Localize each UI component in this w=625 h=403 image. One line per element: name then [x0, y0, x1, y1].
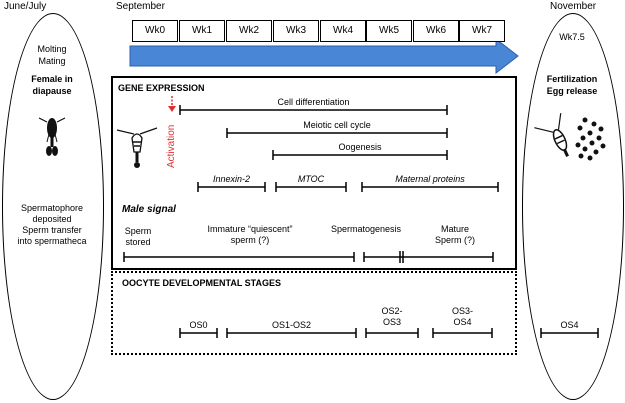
week-box-7: Wk7	[459, 20, 505, 42]
innexin-2-label: Innexin-2	[212, 174, 251, 184]
spermatophore-label: Spermatophore	[20, 203, 84, 213]
month-june-july: June/July	[4, 1, 47, 12]
os2-os3-label-2: OS3	[382, 317, 401, 327]
male-signal-label: Male signal	[122, 204, 176, 215]
egg-release-label: Egg release	[546, 86, 598, 96]
sperm-stored-label-2: stored	[125, 237, 151, 247]
week-box-4: Wk4	[320, 20, 366, 42]
os4-label: OS4	[560, 320, 579, 330]
week-box-5: Wk5	[366, 20, 412, 42]
os1-os2-label: OS1-OS2	[271, 320, 311, 330]
spermatheca-label: into spermatheca	[17, 236, 87, 246]
spermatogenesis-label: Spermatogenesis	[331, 224, 402, 234]
mtoc-label: MTOC	[297, 174, 325, 184]
oocyte-stages-title: OOCYTE DEVELOPMENTAL STAGES	[122, 278, 282, 288]
mating-label: Mating	[38, 56, 66, 66]
cell-differentiation-label: Cell differentiation	[277, 97, 350, 107]
oogenesis-label: Oogenesis	[338, 142, 382, 152]
month-september: September	[116, 1, 165, 12]
female-diapause-label-2: diapause	[32, 86, 72, 96]
immature-sperm-label-2: sperm (?)	[230, 235, 270, 245]
os0-label: OS0	[189, 320, 208, 330]
week-box-1: Wk1	[179, 20, 225, 42]
sperm-transfer-label: Sperm transfer	[22, 225, 82, 235]
immature-sperm-label-1: Immature “quiescent”	[207, 224, 293, 234]
gene-expression-box	[111, 76, 517, 270]
os3-os4-label-2: OS4	[453, 317, 472, 327]
week-box-2: Wk2	[226, 20, 272, 42]
oocyte-stages-box	[111, 271, 517, 355]
female-diapause-label-1: Female in	[31, 74, 73, 84]
right-ellipse	[522, 13, 624, 400]
deposited-label: deposited	[32, 214, 72, 224]
os3-os4-label-1: OS3-	[451, 306, 473, 316]
mature-sperm-label-2: Sperm (?)	[434, 235, 475, 245]
sperm-stored-label-1: Sperm	[124, 226, 152, 236]
left-ellipse	[2, 13, 104, 400]
os2-os3-label-1: OS2-	[381, 306, 403, 316]
fertilization-label: Fertilization	[546, 74, 598, 84]
molting-label: Molting	[37, 44, 67, 54]
meiotic-cell-cycle-label: Meiotic cell cycle	[303, 120, 371, 130]
maternal-proteins-label: Maternal proteins	[395, 174, 465, 184]
gene-expression-title: GENE EXPRESSION	[118, 83, 205, 93]
week-box-6: Wk6	[413, 20, 459, 42]
week-box-0: Wk0	[132, 20, 178, 42]
month-november: November	[550, 1, 597, 12]
mature-sperm-label-1: Mature	[440, 224, 469, 234]
week-7-5-label: Wk7.5	[559, 32, 585, 42]
week-box-3: Wk3	[273, 20, 319, 42]
